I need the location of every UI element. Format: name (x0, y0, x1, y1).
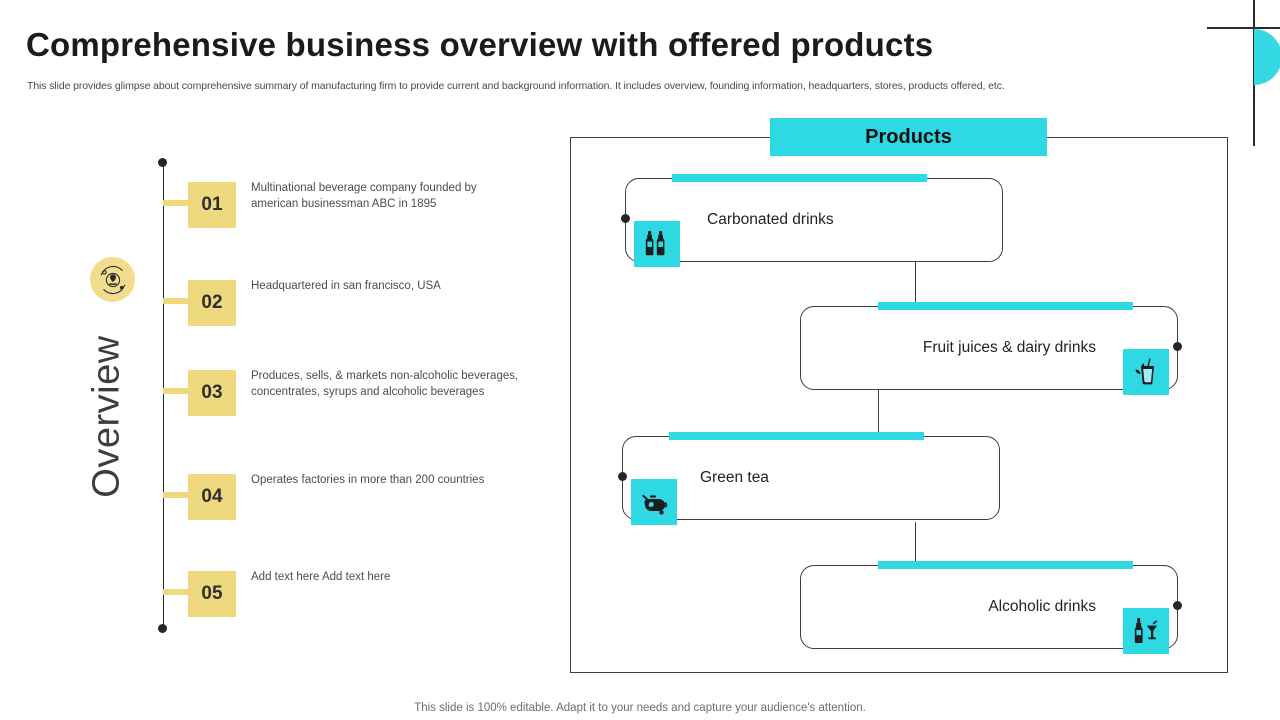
card-accent-bar (878, 302, 1133, 310)
two-bottles-icon (634, 221, 680, 267)
step-connector-stub (163, 388, 189, 394)
product-card-alcoholic-drinks[interactable]: Alcoholic drinks (800, 561, 1182, 654)
timeline-axis (162, 164, 164, 628)
card-accent-bar (669, 432, 924, 440)
step-connector-stub (163, 589, 189, 595)
timeline-start-dot (158, 158, 167, 167)
overview-label: Overview (85, 335, 128, 498)
footer-note: This slide is 100% editable. Adapt it to… (414, 702, 866, 714)
card-endpoint-dot (621, 214, 630, 223)
card-accent-bar (672, 174, 927, 182)
wine-bottle-glass-icon (1123, 608, 1169, 654)
teapot-icon (631, 479, 677, 525)
step-text: Add text here Add text here (251, 571, 391, 583)
card-label: Green tea (700, 469, 769, 486)
card-endpoint-dot (1173, 342, 1182, 351)
product-card-fruit-juices[interactable]: Fruit juices & dairy drinks (800, 302, 1182, 395)
step-number: 02 (188, 280, 236, 326)
step-number: 03 (188, 370, 236, 416)
card-outline (800, 306, 1178, 390)
connector-card2-card3 (878, 390, 880, 432)
step-text: Multinational beverage company founded b… (251, 182, 477, 210)
card-outline (622, 436, 1000, 520)
juice-glass-icon (1123, 349, 1169, 395)
step-text: Produces, sells, & markets non-alcoholic… (251, 370, 519, 398)
product-card-carbonated-drinks[interactable]: Carbonated drinks (621, 174, 1003, 267)
card-label: Carbonated drinks (707, 211, 834, 228)
page-subtitle: This slide provides glimpse about compre… (27, 80, 1005, 92)
step-number: 01 (188, 182, 236, 228)
page-title: Comprehensive business overview with off… (26, 26, 934, 63)
card-accent-bar (878, 561, 1133, 569)
decoration-semicircle-icon (1254, 29, 1280, 85)
card-endpoint-dot (1173, 601, 1182, 610)
step-connector-stub (163, 492, 189, 498)
decoration-vertical-line (1253, 0, 1255, 146)
card-label: Fruit juices & dairy drinks (922, 339, 1096, 356)
decoration-horizontal-line (1207, 27, 1280, 29)
card-outline (800, 565, 1178, 649)
connector-card3-card4 (915, 522, 917, 564)
step-connector-stub (163, 200, 189, 206)
connector-card1-card2 (915, 262, 917, 304)
step-connector-stub (163, 298, 189, 304)
step-number: 04 (188, 474, 236, 520)
card-outline (625, 178, 1003, 262)
products-tab[interactable]: Products (770, 118, 1047, 156)
product-card-green-tea[interactable]: Green tea (618, 432, 1000, 525)
step-number: 05 (188, 571, 236, 617)
orbit-target-icon (90, 257, 135, 302)
timeline-end-dot (158, 624, 167, 633)
card-label: Alcoholic drinks (988, 598, 1096, 615)
card-endpoint-dot (618, 472, 627, 481)
step-text: Operates factories in more than 200 coun… (251, 474, 485, 486)
step-text: Headquartered in san francisco, USA (251, 280, 441, 292)
